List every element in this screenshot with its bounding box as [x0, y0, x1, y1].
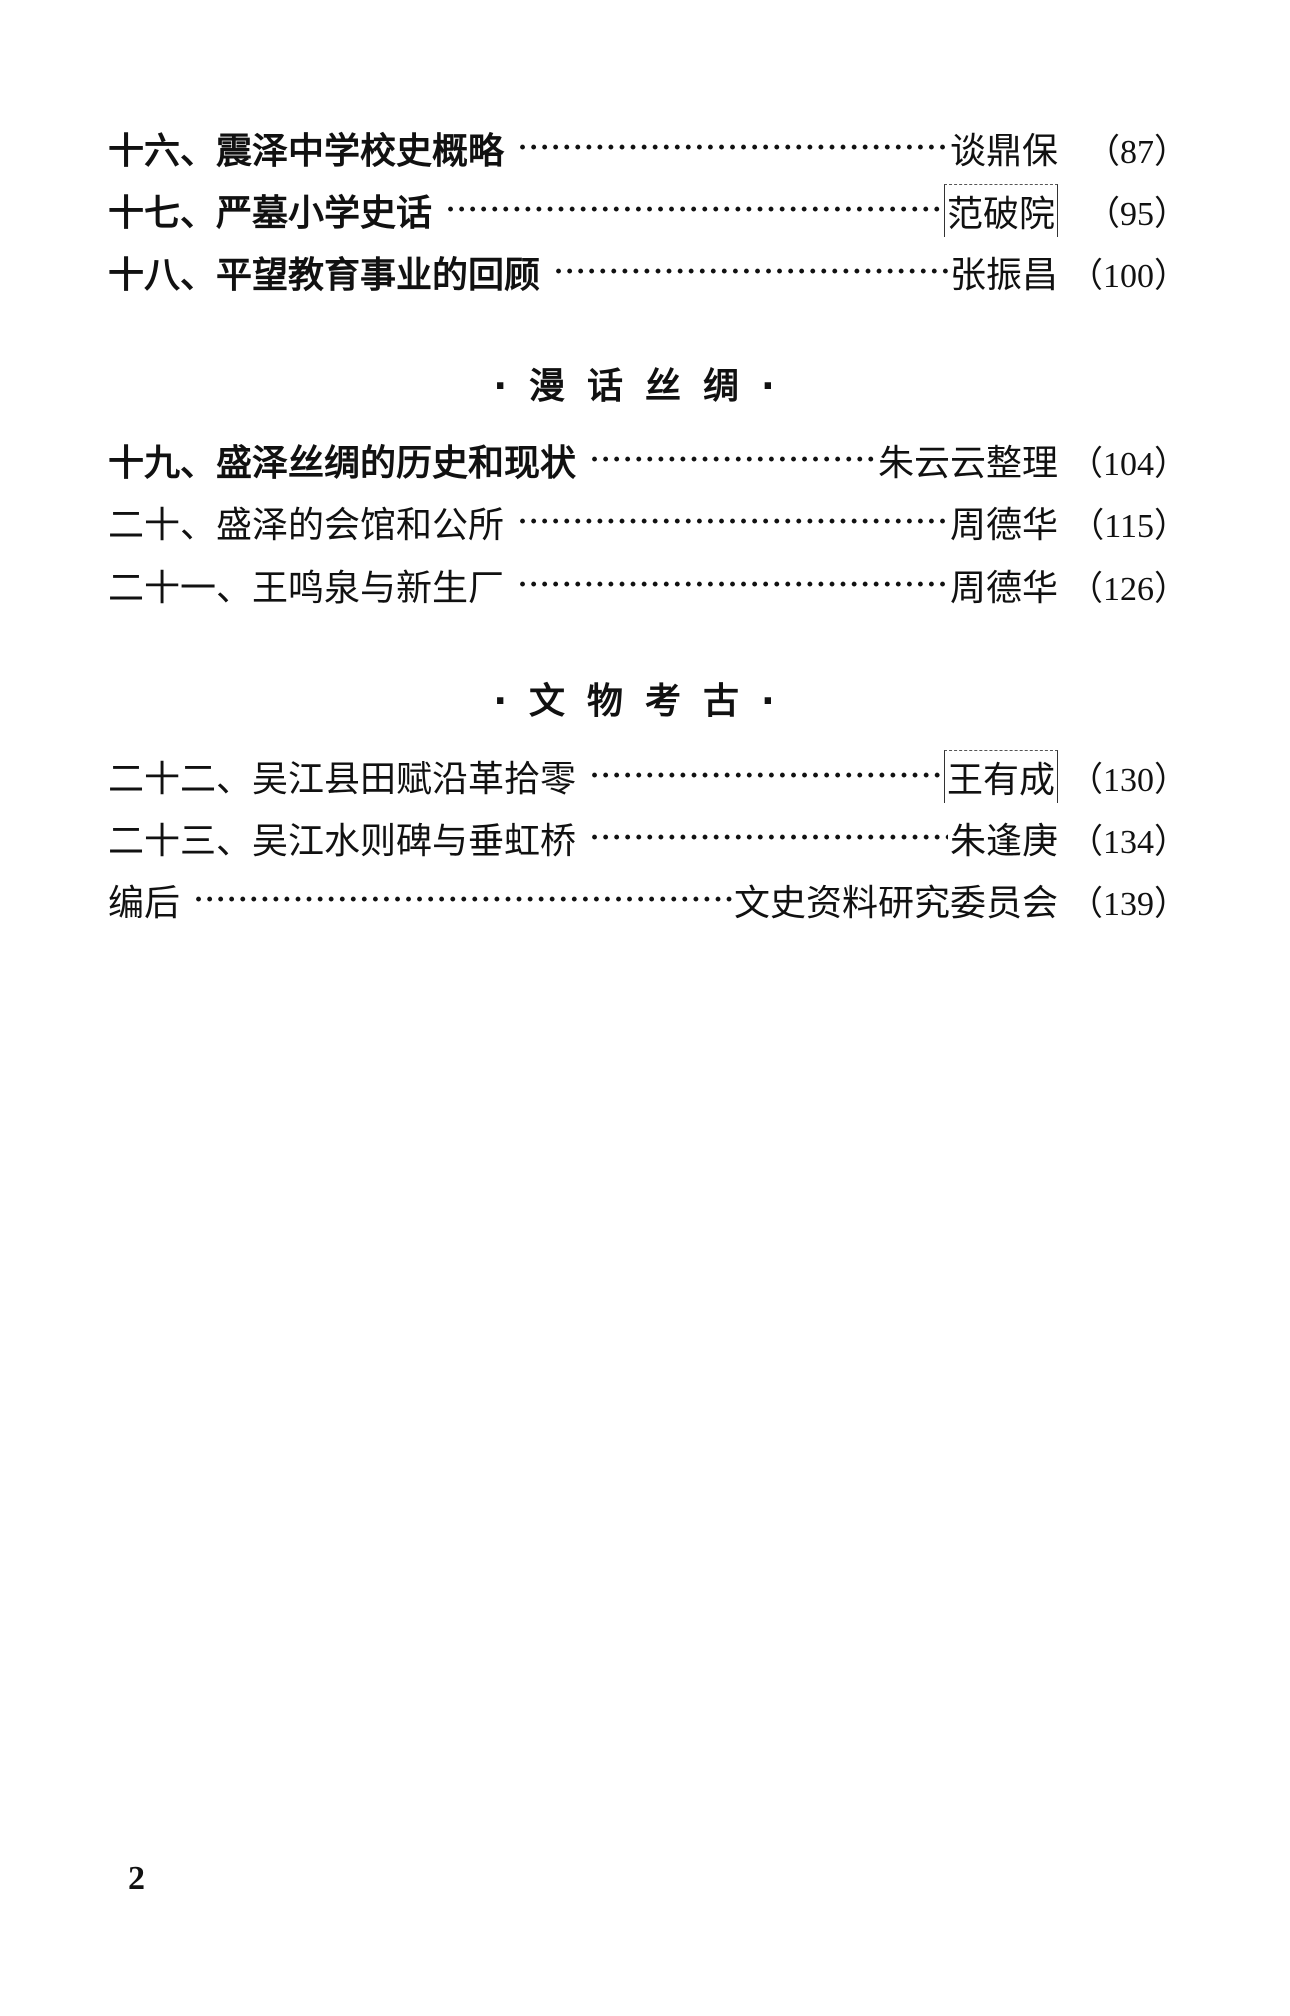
- entry-page: （100）: [1069, 257, 1188, 295]
- entry-page: （115）: [1070, 507, 1188, 545]
- dot-leader: [518, 507, 948, 537]
- toc-entry: 十七、严墓小学史话 范破院 （95）: [108, 183, 1188, 237]
- entry-author: 周德华: [949, 568, 1058, 609]
- entry-author: 谈鼎保: [949, 131, 1058, 172]
- dot-leader: [590, 445, 876, 475]
- dot-leader: [518, 570, 948, 600]
- entry-page: （104）: [1069, 445, 1188, 483]
- page-number: 2: [128, 1860, 145, 1897]
- toc-entry: 编后 文史资料研究委员会 （139）: [108, 875, 1188, 925]
- entry-title: 十九、盛泽丝绸的历史和现状: [108, 442, 577, 484]
- dot-leader: [446, 195, 942, 225]
- entry-title: 十六、震泽中学校史概略: [108, 130, 505, 172]
- toc-entry: 二十三、吴江水则碑与垂虹桥 朱逢庚 （134）: [108, 813, 1188, 863]
- dot-leader: [590, 761, 942, 791]
- entry-author: 文史资料研究委员会: [733, 883, 1058, 924]
- toc-entry: 二十二、吴江县田赋沿革拾零 王有成 （130）: [108, 749, 1188, 803]
- entry-title: 十七、严墓小学史话: [108, 192, 433, 234]
- entry-author: 朱逢庚: [949, 821, 1058, 862]
- entry-author: 王有成: [943, 749, 1058, 803]
- dot-leader: [518, 133, 948, 163]
- toc-entry: 十八、平望教育事业的回顾 张振昌 （100）: [108, 247, 1188, 297]
- entry-page: （95）: [1086, 195, 1188, 233]
- toc-entry: 二十一、王鸣泉与新生厂 周德华 （126）: [108, 560, 1188, 610]
- dot-leader: [554, 257, 948, 287]
- entry-title: 二十一、王鸣泉与新生厂: [108, 568, 505, 609]
- dot-leader: [194, 885, 732, 915]
- entry-author: 张振昌: [949, 255, 1058, 296]
- entry-page: （126）: [1069, 570, 1188, 608]
- entry-title: 十八、平望教育事业的回顾: [108, 254, 541, 296]
- entry-page: （139）: [1069, 885, 1188, 923]
- entry-title: 二十二、吴江县田赋沿革拾零: [108, 759, 577, 800]
- toc-entry: 十六、震泽中学校史概略 谈鼎保 （87）: [108, 123, 1188, 173]
- section-heading: ·漫话丝绸·: [493, 366, 797, 407]
- section-heading: ·文物考古·: [493, 681, 797, 722]
- toc-entry: 十九、盛泽丝绸的历史和现状 朱云云整理 （104）: [108, 435, 1188, 485]
- entry-title: 二十、盛泽的会馆和公所: [108, 505, 505, 546]
- entry-page: （87）: [1086, 133, 1188, 171]
- entry-author: 周德华: [949, 505, 1058, 546]
- entry-page: （134）: [1069, 823, 1188, 861]
- entry-title: 二十三、吴江水则碑与垂虹桥: [108, 821, 577, 862]
- entry-author: 范破院: [943, 183, 1058, 237]
- entry-page: （130）: [1069, 761, 1188, 799]
- entry-title: 编后: [108, 883, 181, 924]
- toc-entry: 二十、盛泽的会馆和公所 周德华 （115）: [108, 497, 1188, 547]
- dot-leader: [590, 823, 948, 853]
- entry-author: 朱云云整理: [877, 443, 1058, 484]
